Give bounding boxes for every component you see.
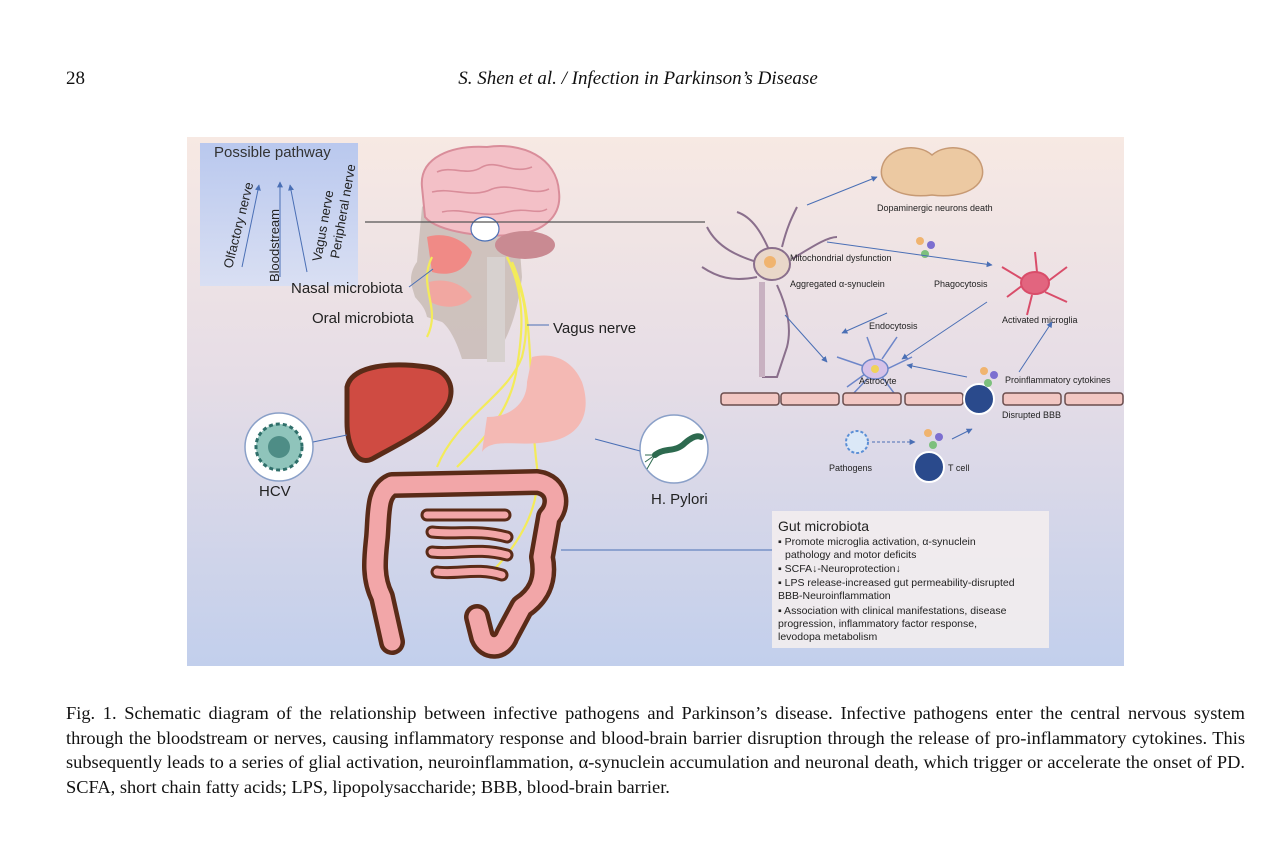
hcv-virus-icon <box>244 412 314 482</box>
tcell-icon <box>913 451 945 483</box>
label-aggregated: Aggregated α-synuclein <box>790 279 885 289</box>
gut-bullet-1-line-2: pathology and motor deficits <box>785 549 916 561</box>
label-pathogens: Pathogens <box>829 463 873 473</box>
gut-bullet-1-line-1: ▪ Promote microglia activation, α-synucl… <box>778 536 976 548</box>
liver-illustration <box>344 362 454 463</box>
gut-bullet-2: ▪ SCFA↓-Neuroprotection↓ <box>778 563 901 575</box>
pathway-panel: Possible pathway Olfactory nerve Bloodst… <box>200 143 359 286</box>
label-proinflammatory: Proinflammatory cytokines <box>1005 375 1111 385</box>
figure: Possible pathway Olfactory nerve Bloodst… <box>187 137 1124 666</box>
gut-bullet-3-line-1: ▪ LPS release-increased gut permeability… <box>778 577 1015 589</box>
running-title: S. Shen et al. / Infection in Parkinson’… <box>458 68 818 89</box>
label-oral-microbiota: Oral microbiota <box>312 310 414 327</box>
label-nasal-microbiota: Nasal microbiota <box>291 280 403 297</box>
label-phagocytosis: Phagocytosis <box>934 279 988 289</box>
activated-microglia-icon <box>1001 251 1068 316</box>
cytokine-dots-tcell <box>924 429 943 449</box>
label-dopaminergic: Dopaminergic neurons death <box>877 203 993 213</box>
gut-microbiota-box: Gut microbiota ▪ Promote microglia activ… <box>772 511 1049 648</box>
label-activated-microglia: Activated microglia <box>1002 315 1078 325</box>
brain-illustration <box>420 145 561 259</box>
nasal-pointer <box>408 268 434 288</box>
hpylori-bacteria-icon <box>639 414 709 484</box>
hcv-pointer <box>312 434 348 443</box>
intestine-illustration <box>362 469 569 659</box>
label-tcell: T cell <box>948 463 969 473</box>
label-astrocyte: Astrocyte <box>859 376 897 386</box>
cytokine-dots-top <box>916 237 935 258</box>
pathway-bloodstream: Bloodstream <box>267 209 282 282</box>
gut-bullet-3-line-2: BBB-Neuroinflammation <box>778 590 891 602</box>
pathogen-icon <box>845 430 869 454</box>
page-number: 28 <box>66 68 85 89</box>
pathway-title: Possible pathway <box>214 144 331 161</box>
neuron-illustration <box>701 206 838 378</box>
arrow-tcell <box>951 428 973 440</box>
cytokine-dots-bbb <box>980 367 998 387</box>
gut-bullet-4: ▪ Association with clinical manifestatio… <box>778 605 1009 643</box>
hpylori-pointer <box>594 438 641 452</box>
bbb-barrier <box>720 383 1124 415</box>
label-disrupted-bbb: Disrupted BBB <box>1002 410 1061 420</box>
label-vagus-nerve: Vagus nerve <box>553 320 636 337</box>
gut-box-title: Gut microbiota <box>778 518 869 534</box>
gut-bullet-4-line-2: progression, inflammatory factor respons… <box>778 618 977 630</box>
stomach-illustration <box>482 355 586 452</box>
arrow-mito <box>826 241 993 268</box>
gut-bullet-1: ▪ Promote microglia activation, α-synucl… <box>778 536 979 561</box>
gut-bullet-4-line-1: ▪ Association with clinical manifestatio… <box>778 605 1007 617</box>
gut-bullet-3: ▪ LPS release-increased gut permeability… <box>778 577 1018 602</box>
label-mitochondrial: Mitochondrial dysfunction <box>790 253 892 263</box>
midbrain-icon <box>880 147 984 197</box>
interaction-arrows <box>784 301 1053 378</box>
astrocyte-icon <box>836 336 913 398</box>
figure-caption: Fig. 1. Schematic diagram of the relatio… <box>66 703 1245 797</box>
label-hcv: HCV <box>259 483 291 500</box>
gut-bullet-4-line-3: levodopa metabolism <box>778 631 877 643</box>
arrow-neuron-death <box>806 176 878 206</box>
label-endocytosis: Endocytosis <box>869 321 918 331</box>
schematic-diagram: Possible pathway Olfactory nerve Bloodst… <box>187 137 1124 666</box>
label-hpylori: H. Pylori <box>651 491 708 508</box>
nerve-paths <box>426 256 539 578</box>
